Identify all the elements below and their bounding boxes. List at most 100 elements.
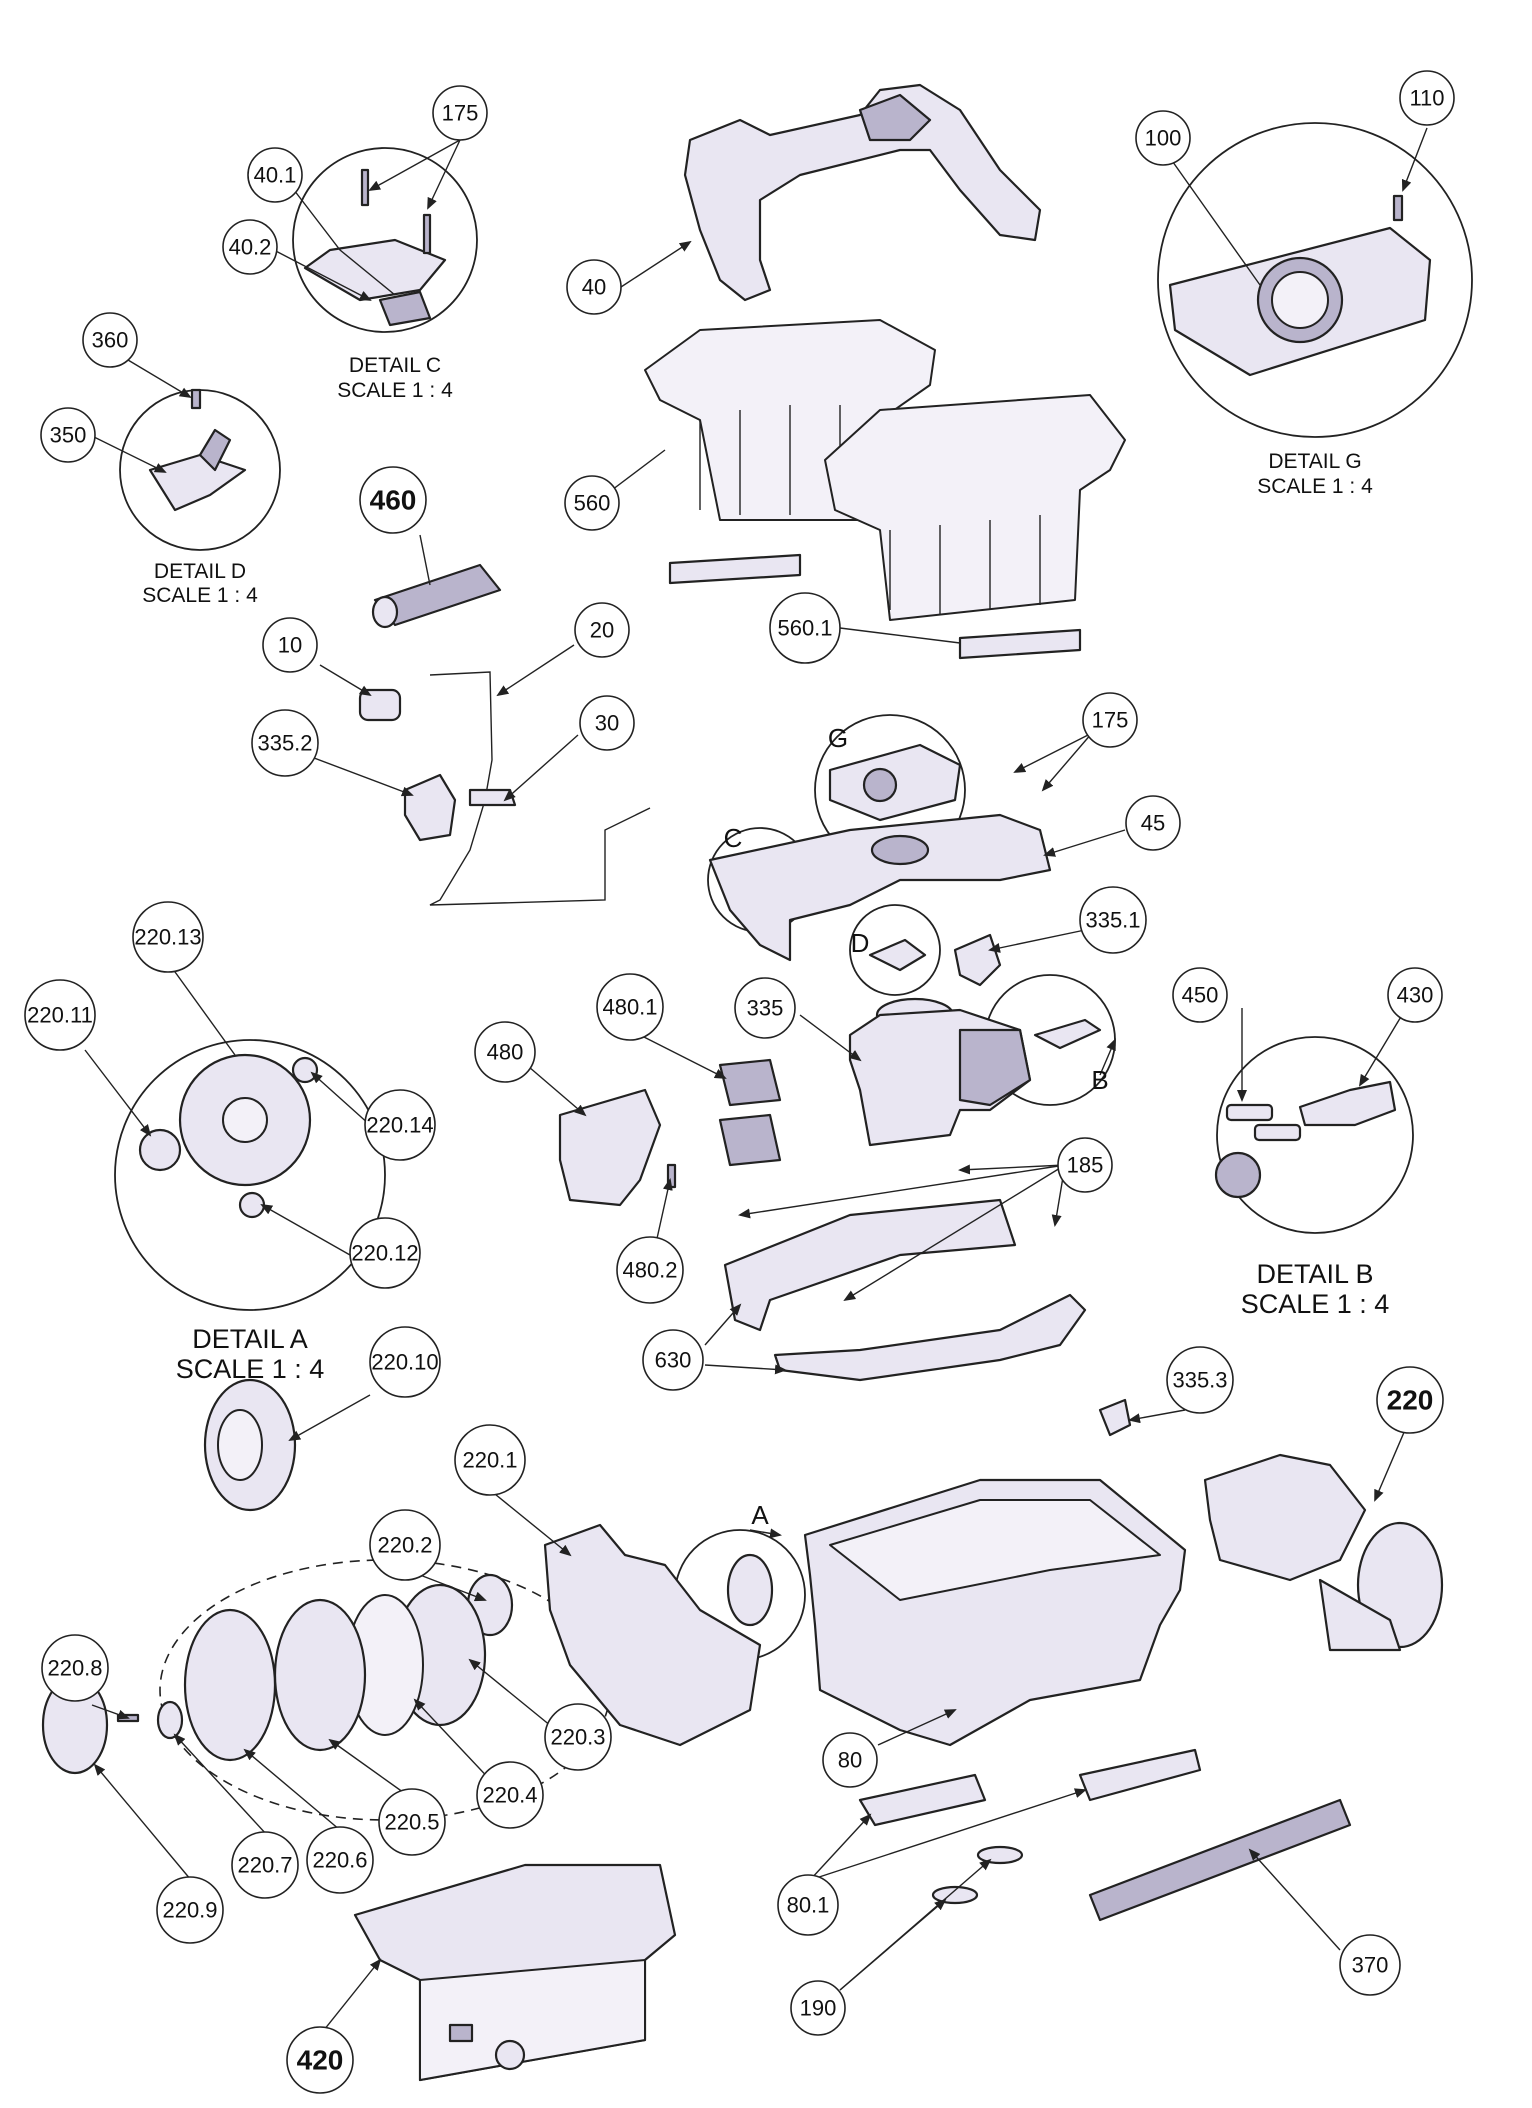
callout-220-10[interactable]: 220.10 <box>369 1326 441 1398</box>
callout-220-14[interactable]: 220.14 <box>364 1089 436 1161</box>
callout-630[interactable]: 630 <box>642 1329 704 1391</box>
view-g-parts <box>828 743 962 822</box>
tube-20 <box>429 671 651 906</box>
callout-80-1[interactable]: 80.1 <box>777 1874 839 1936</box>
callout-190[interactable]: 190 <box>790 1980 846 2036</box>
callout-335-2[interactable]: 335.2 <box>251 709 319 777</box>
detail-b-circle <box>1216 1036 1414 1234</box>
callout-20[interactable]: 20 <box>574 602 630 658</box>
leader-220-3 <box>468 1658 563 1736</box>
leader-20 <box>496 644 575 697</box>
svg-text:480.2: 480.2 <box>622 1258 677 1283</box>
svg-text:630: 630 <box>655 1348 692 1373</box>
tire-220-5 <box>273 1598 367 1752</box>
leader-40 <box>620 240 692 288</box>
callout-420[interactable]: 420 <box>286 2026 354 2094</box>
leader-220-6 <box>243 1748 341 1831</box>
svg-text:220.13: 220.13 <box>134 925 201 950</box>
callout-220-13[interactable]: 220.13 <box>132 901 204 973</box>
callout-80[interactable]: 80 <box>822 1732 878 1788</box>
callout-175-mid[interactable]: 175 <box>1082 692 1138 748</box>
detail-d-title: DETAIL D <box>154 560 246 583</box>
callout-40-2[interactable]: 40.2 <box>222 219 278 275</box>
callout-350[interactable]: 350 <box>40 407 96 463</box>
svg-text:335.1: 335.1 <box>1085 908 1140 933</box>
top-cover-45 <box>708 813 1052 962</box>
callout-450[interactable]: 450 <box>1172 967 1228 1023</box>
svg-text:220.9: 220.9 <box>162 1898 217 1923</box>
callout-220-5[interactable]: 220.5 <box>378 1788 446 1856</box>
callout-220-4[interactable]: 220.4 <box>476 1761 544 1829</box>
detail-a-title: DETAIL A <box>192 1324 308 1354</box>
callout-480-1[interactable]: 480.1 <box>596 973 664 1041</box>
svg-text:175: 175 <box>442 101 479 126</box>
leader-220-2 <box>419 1574 487 1602</box>
detail-c-parts <box>303 168 447 327</box>
svg-text:40.1: 40.1 <box>254 163 297 188</box>
callout-30[interactable]: 30 <box>579 695 635 751</box>
callout-220[interactable]: 220 <box>1376 1366 1444 1434</box>
callout-220-11[interactable]: 220.11 <box>24 979 96 1051</box>
leader-40-2 <box>269 247 372 301</box>
leader-view-a <box>749 1528 782 1539</box>
callout-560[interactable]: 560 <box>564 475 620 531</box>
view-d-circle <box>849 904 941 996</box>
callout-220-1[interactable]: 220.1 <box>454 1424 526 1496</box>
callout-560-1[interactable]: 560.1 <box>769 592 841 664</box>
callout-45[interactable]: 45 <box>1125 795 1181 851</box>
callout-335-1[interactable]: 335.1 <box>1079 886 1147 954</box>
callout-480-2[interactable]: 480.2 <box>616 1236 684 1304</box>
detail-g-circle <box>1157 122 1473 438</box>
leader-480-1 <box>639 1034 727 1079</box>
callout-220-12[interactable]: 220.12 <box>349 1217 421 1289</box>
leader-220 <box>1374 1429 1406 1502</box>
svg-text:220.6: 220.6 <box>312 1848 367 1873</box>
callout-40[interactable]: 40 <box>566 259 622 315</box>
callout-220-6[interactable]: 220.6 <box>306 1826 374 1894</box>
leader-220-4 <box>413 1698 496 1786</box>
leader-185-a <box>958 1164 1066 1175</box>
callout-220-9[interactable]: 220.9 <box>156 1876 224 1944</box>
svg-text:220.11: 220.11 <box>27 1003 93 1028</box>
view-letter-g: G <box>828 723 848 753</box>
svg-text:220.12: 220.12 <box>351 1241 418 1266</box>
callout-40-1[interactable]: 40.1 <box>247 147 303 203</box>
svg-text:20: 20 <box>590 618 614 643</box>
motor-335 <box>848 997 1032 1147</box>
leader-460 <box>419 534 431 586</box>
leader-630-a <box>704 1303 742 1346</box>
bracket-480 <box>558 1088 662 1207</box>
detail-a-scale: SCALE 1 : 4 <box>176 1354 325 1384</box>
callout-100[interactable]: 100 <box>1135 110 1191 166</box>
leader-220-12 <box>260 1204 351 1256</box>
callout-220-8[interactable]: 220.8 <box>41 1634 109 1702</box>
callout-175-top[interactable]: 175 <box>432 85 488 141</box>
svg-text:460: 460 <box>370 485 417 516</box>
svg-text:560.1: 560.1 <box>777 616 832 641</box>
callout-185[interactable]: 185 <box>1057 1137 1113 1193</box>
leader-220-7 <box>173 1733 268 1836</box>
callout-220-7[interactable]: 220.7 <box>231 1831 299 1899</box>
callout-220-2[interactable]: 220.2 <box>369 1509 441 1581</box>
callout-110[interactable]: 110 <box>1399 70 1455 126</box>
leader-80 <box>877 1709 957 1746</box>
callout-335-3[interactable]: 335.3 <box>1166 1346 1234 1414</box>
callout-430[interactable]: 430 <box>1387 967 1443 1023</box>
leader-30 <box>503 734 579 802</box>
callout-335[interactable]: 335 <box>734 977 796 1039</box>
callout-480[interactable]: 480 <box>474 1021 536 1083</box>
callout-370[interactable]: 370 <box>1339 1934 1401 1996</box>
svg-text:220.3: 220.3 <box>550 1725 605 1750</box>
leader-220-1 <box>489 1489 572 1557</box>
wheel-220-10 <box>203 1378 297 1512</box>
leader-220-13 <box>169 964 236 1056</box>
callout-10[interactable]: 10 <box>262 617 318 673</box>
svg-text:30: 30 <box>595 711 619 736</box>
svg-text:80: 80 <box>838 1748 862 1773</box>
callout-360[interactable]: 360 <box>82 312 138 368</box>
view-letter-c: C <box>724 823 743 853</box>
view-letter-a: A <box>751 1500 769 1530</box>
leader-220-5 <box>328 1738 408 1796</box>
callout-460[interactable]: 460 <box>359 466 427 534</box>
callout-220-3[interactable]: 220.3 <box>544 1703 612 1771</box>
